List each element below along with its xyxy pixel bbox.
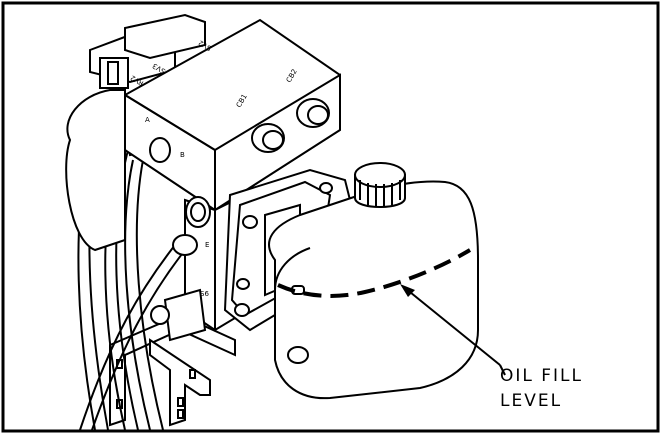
left-housing: [65, 89, 126, 252]
label-e: E: [205, 241, 209, 249]
label-b: B: [180, 151, 185, 159]
solenoid-block: [89, 13, 206, 89]
filler-cap: [354, 162, 406, 208]
callout-leader: [400, 284, 506, 376]
cb-fittings: [149, 98, 330, 256]
callout-line-2: LEVEL: [500, 391, 562, 411]
oil-level-line: [277, 248, 472, 298]
label-a: A: [145, 116, 150, 124]
label-s6: S6: [200, 290, 209, 298]
callout-line-1: OIL FILL: [500, 366, 583, 386]
